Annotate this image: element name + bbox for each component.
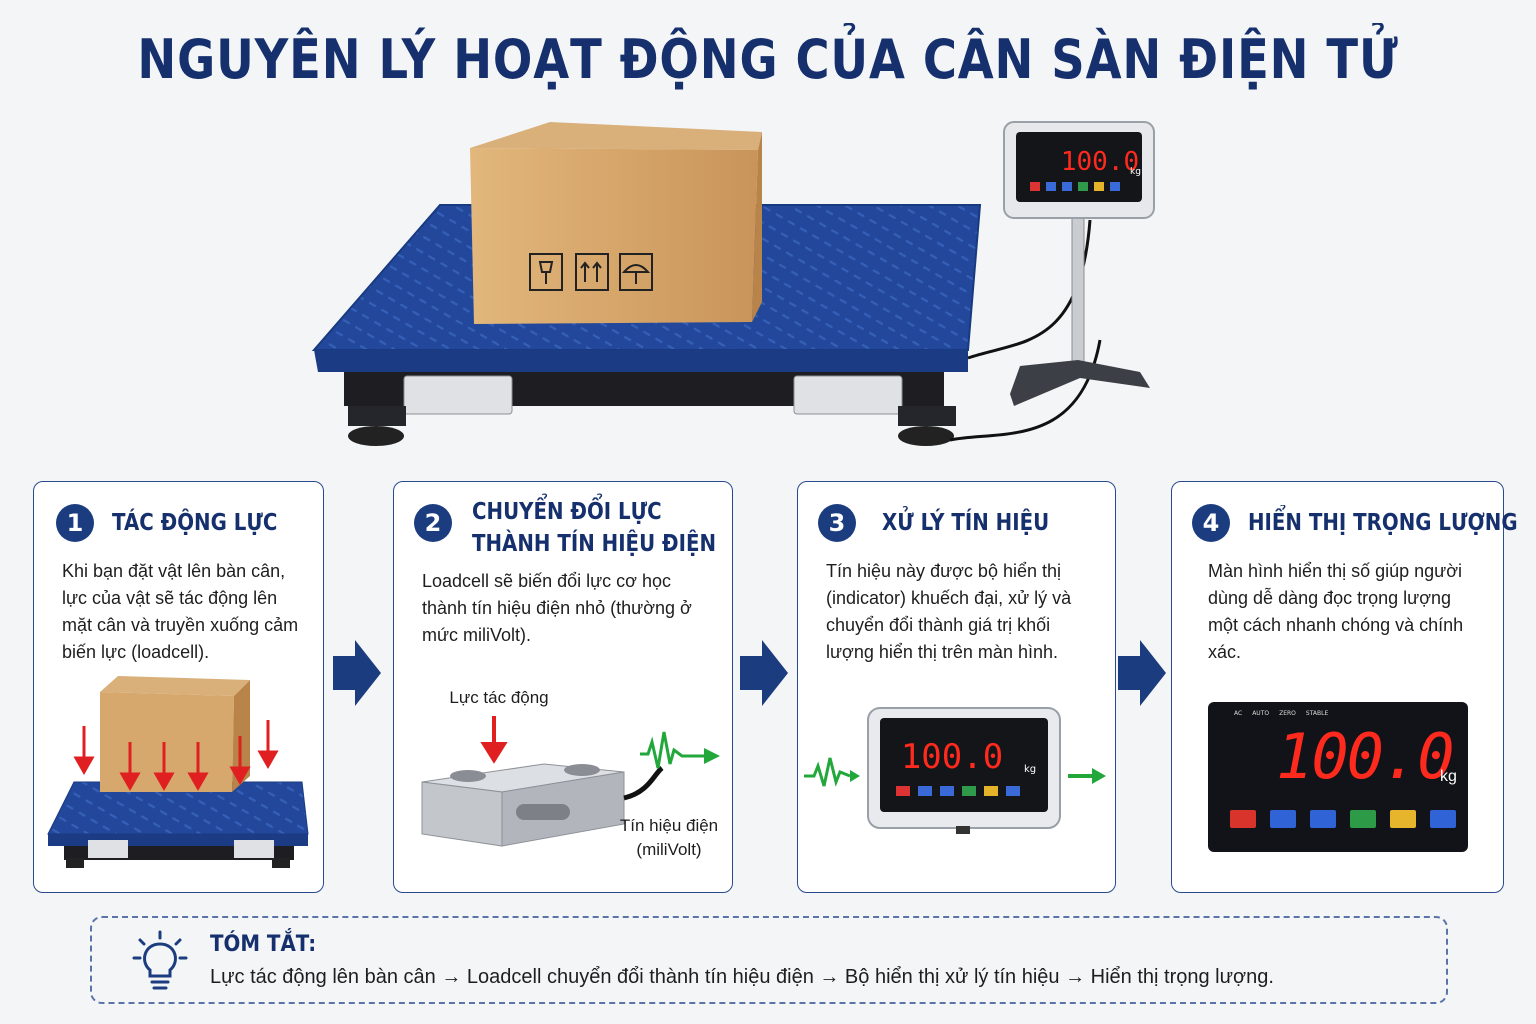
step-title: HIỂN THỊ TRỌNG LƯỢNG (1248, 510, 1518, 536)
hero-floor-scale-illustration: 100.0 kg (311, 121, 1155, 446)
step-card-2: 2 CHUYỂN ĐỔI LỰC THÀNH TÍN HIỆU ĐIỆN Loa… (393, 481, 733, 893)
weight-readout: 100.0 (1276, 720, 1455, 793)
indicator-device-illustration: 100.0 kg (804, 707, 1106, 834)
summary-box: TÓM TẮT: Lực tác động lên bàn cân → Load… (90, 916, 1448, 1004)
page-title: NGUYÊN LÝ HOẠT ĐỘNG CỦA CÂN SÀN ĐIỆN TỬ (137, 28, 1399, 91)
cardboard-box (470, 122, 762, 324)
step-number-badge: 2 (414, 504, 452, 542)
flow-arrow-icon (740, 640, 788, 706)
step-title: TÁC ĐỘNG LỰC (112, 510, 278, 536)
indicator-ac: AC (1234, 710, 1243, 717)
button-blue[interactable] (1310, 810, 1336, 828)
step-title-line1: CHUYỂN ĐỔI LỰC (472, 499, 662, 525)
step-description: Khi bạn đặt vật lên bàn cân, lực của vật… (62, 561, 299, 662)
step-title: XỬ LÝ TÍN HIỆU (882, 510, 1050, 536)
summary-text: Lực tác động lên bàn cân → Loadcell chuy… (210, 966, 1274, 988)
summary-title: TÓM TẮT: (210, 932, 317, 957)
svg-text:kg: kg (1024, 764, 1036, 775)
svg-text:100.0: 100.0 (901, 737, 1003, 777)
button-red[interactable] (1230, 810, 1256, 828)
step-title-line2: THÀNH TÍN HIỆU ĐIỆN (472, 531, 717, 557)
flow-arrow-icon (1118, 640, 1166, 706)
loadcell-illustration (421, 716, 720, 847)
force-arrows (73, 720, 279, 792)
display-status-indicators: AC AUTO ZERO STABLE (1234, 710, 1328, 717)
step-number-badge: 1 (56, 504, 94, 542)
button-yellow[interactable] (1390, 810, 1416, 828)
step-card-1: 1 TÁC ĐỘNG LỰC Khi bạn đặt vật lên bàn c… (33, 481, 324, 893)
button-green[interactable] (1350, 810, 1376, 828)
indicator-stand: 100.0 kg (1003, 121, 1155, 406)
digital-display-panel: AC AUTO ZERO STABLE 100.0 kg (1208, 702, 1468, 852)
indicator-zero: ZERO (1279, 710, 1296, 717)
weight-unit: kg (1440, 768, 1457, 785)
step-description: Loadcell sẽ biến đổi lực cơ học thành tí… (422, 571, 692, 645)
button-blue[interactable] (1270, 810, 1296, 828)
flow-arrow-icon (333, 640, 381, 706)
step-number-badge: 3 (818, 504, 856, 542)
step-description: Màn hình hiển thị số giúp người dùng dễ … (1208, 561, 1464, 662)
display-buttons (1230, 810, 1456, 828)
indicator-auto: AUTO (1252, 710, 1270, 717)
button-blue[interactable] (1430, 810, 1456, 828)
signal-unit-label: (miliVolt) (636, 840, 702, 859)
mini-scale-with-box-illustration (47, 676, 309, 868)
svg-text:kg: kg (1130, 167, 1141, 177)
step-card-4: 4 HIỂN THỊ TRỌNG LƯỢNG Màn hình hiển thị… (1171, 481, 1518, 893)
lightbulb-icon (132, 930, 188, 990)
step-number-badge: 4 (1192, 504, 1230, 542)
step-description: Tín hiệu này được bộ hiển thị (indicator… (826, 561, 1072, 662)
signal-label: Tín hiệu điện (619, 816, 719, 835)
force-label: Lực tác động (449, 688, 549, 707)
svg-text:100.0: 100.0 (1061, 147, 1139, 177)
indicator-stable: STABLE (1305, 710, 1329, 717)
step-card-3: 3 XỬ LÝ TÍN HIỆU Tín hiệu này được bộ hi… (797, 481, 1116, 893)
